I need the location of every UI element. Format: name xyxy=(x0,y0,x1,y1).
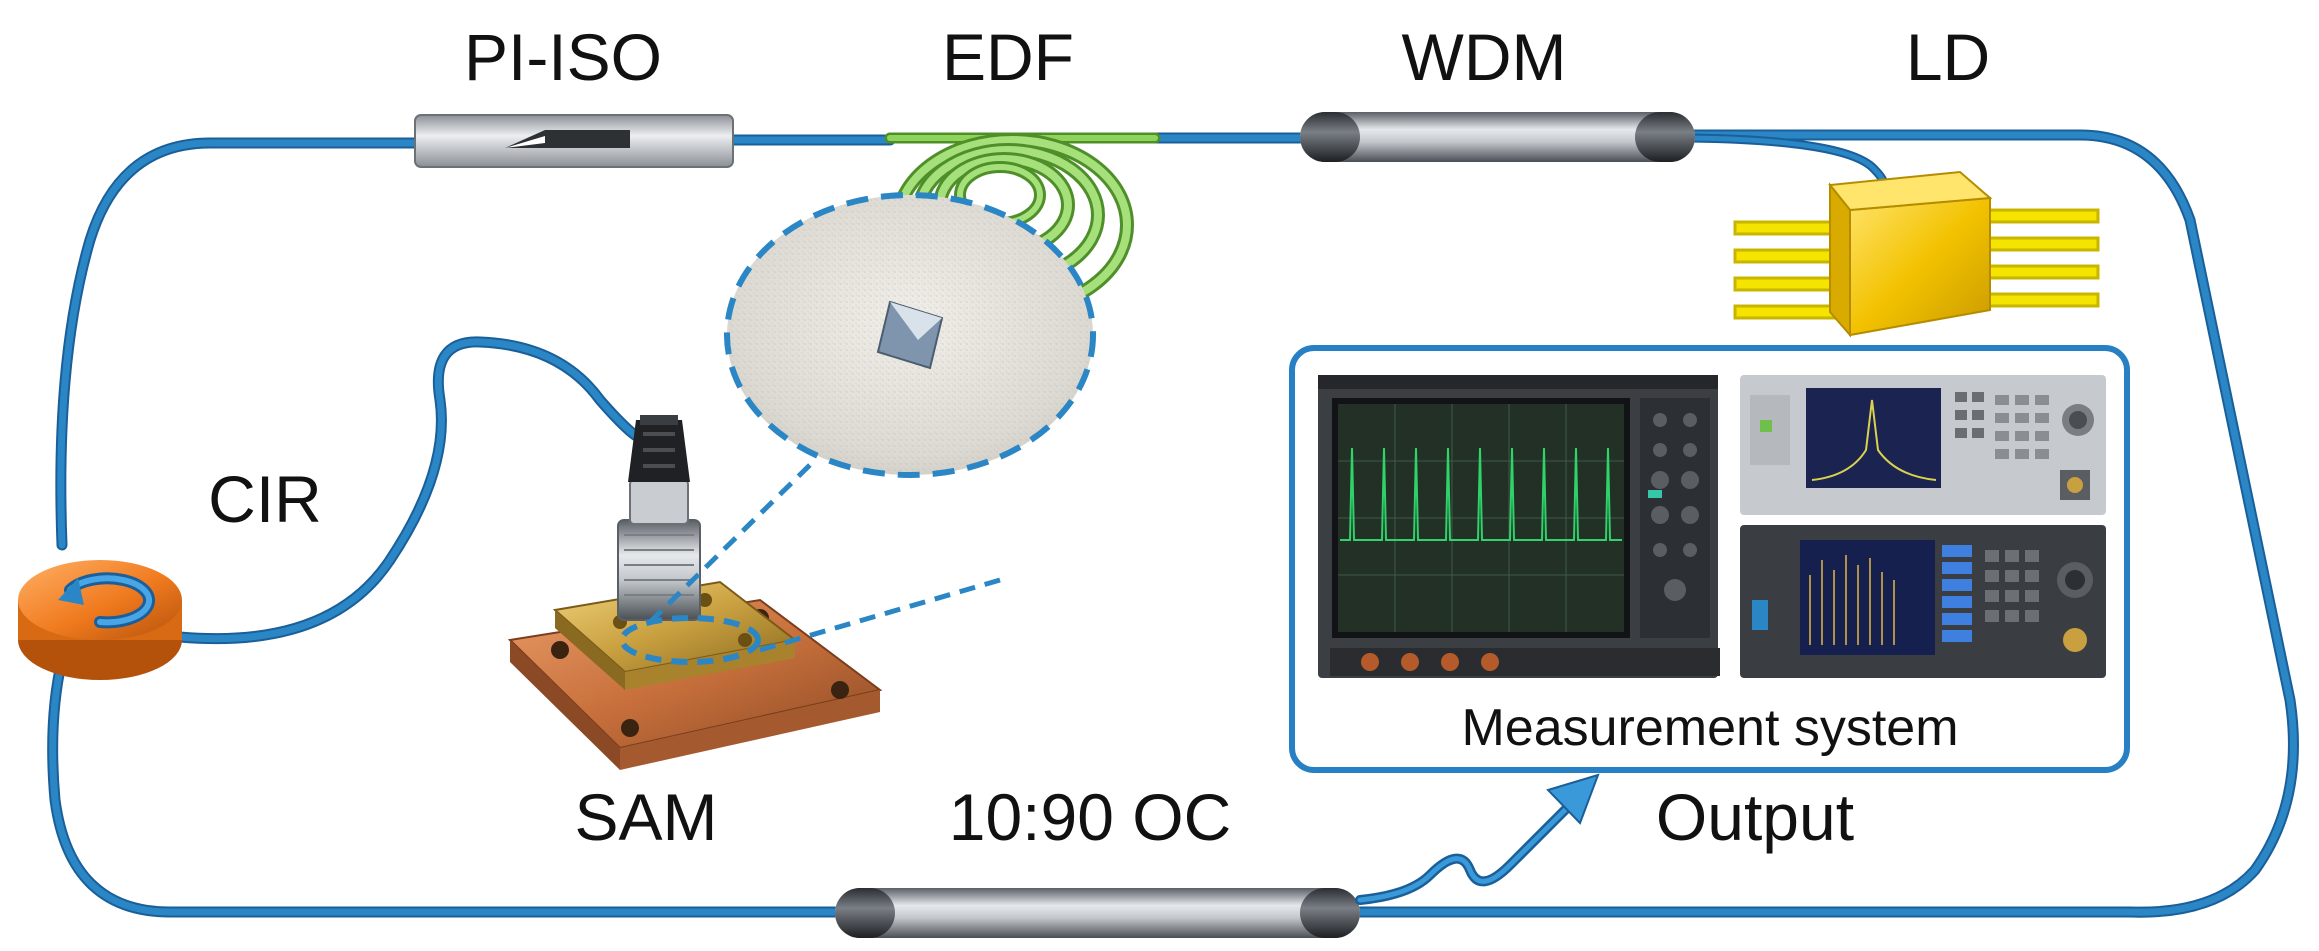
oscilloscope-trace xyxy=(1340,447,1622,541)
wdm-coupler xyxy=(1300,112,1695,162)
sam-zoom-callout xyxy=(648,192,1096,653)
circulator xyxy=(18,560,182,680)
pi-iso-isolator xyxy=(414,114,734,168)
ld-pump xyxy=(1733,170,2100,338)
cir-label: CIR xyxy=(208,462,322,536)
pi-iso-label: PI-ISO xyxy=(464,20,662,94)
measurement-system: Measurement system xyxy=(1289,345,2130,773)
sam-mount xyxy=(507,415,883,770)
ld-label: LD xyxy=(1906,20,1990,94)
oc-label: 10:90 OC xyxy=(949,780,1232,854)
output-arrow-icon xyxy=(1355,773,1600,905)
wdm-label: WDM xyxy=(1402,20,1567,94)
ld-pins xyxy=(1733,208,2100,320)
sam-chip xyxy=(876,300,944,370)
output-label: Output xyxy=(1656,780,1854,854)
spectrum-analyzer xyxy=(1740,375,2106,515)
measurement-label: Measurement system xyxy=(1461,699,1958,757)
isolator-arrow-icon xyxy=(505,130,630,148)
oc-coupler xyxy=(835,888,1360,938)
signal-analyzer xyxy=(1740,525,2106,678)
fiber-loop xyxy=(47,129,2299,918)
oscilloscope xyxy=(1318,375,1720,678)
circulator-arrow-icon xyxy=(58,572,156,629)
edf-label: EDF xyxy=(942,20,1074,94)
sam-label: SAM xyxy=(574,780,717,854)
